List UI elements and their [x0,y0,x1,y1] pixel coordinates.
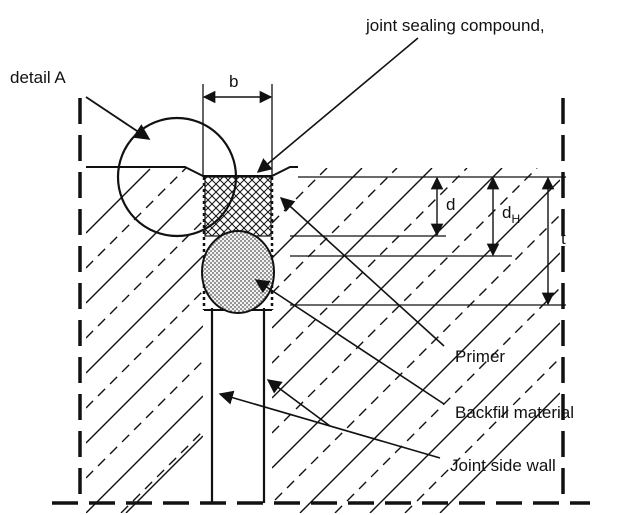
leader-sealing-compound [256,37,419,173]
label-joint-sealing-compound: joint sealing compound, [365,16,545,35]
backfill-material [201,230,275,314]
label-d: d [446,195,455,214]
leader-backfill [254,279,445,405]
label-b: b [229,72,238,91]
label-dh-main: d [502,203,511,222]
detail-a-leader [85,96,151,140]
label-primer: Primer [455,347,505,366]
label-dh-subscript: H [511,212,520,226]
left-concrete-block-hatch [86,168,203,513]
label-t: t [561,229,566,248]
joint-sealing-compound [204,176,272,237]
label-detail-a: detail A [10,68,66,87]
label-backfill-material: Backfill material [455,403,574,422]
leader-primer [279,197,445,347]
label-joint-side-wall: Joint side wall [450,456,556,475]
top-surface-line [86,166,298,177]
label-dh: dH [502,203,520,226]
leader-side-wall-right [266,379,331,427]
detail-a-circle [116,116,238,238]
